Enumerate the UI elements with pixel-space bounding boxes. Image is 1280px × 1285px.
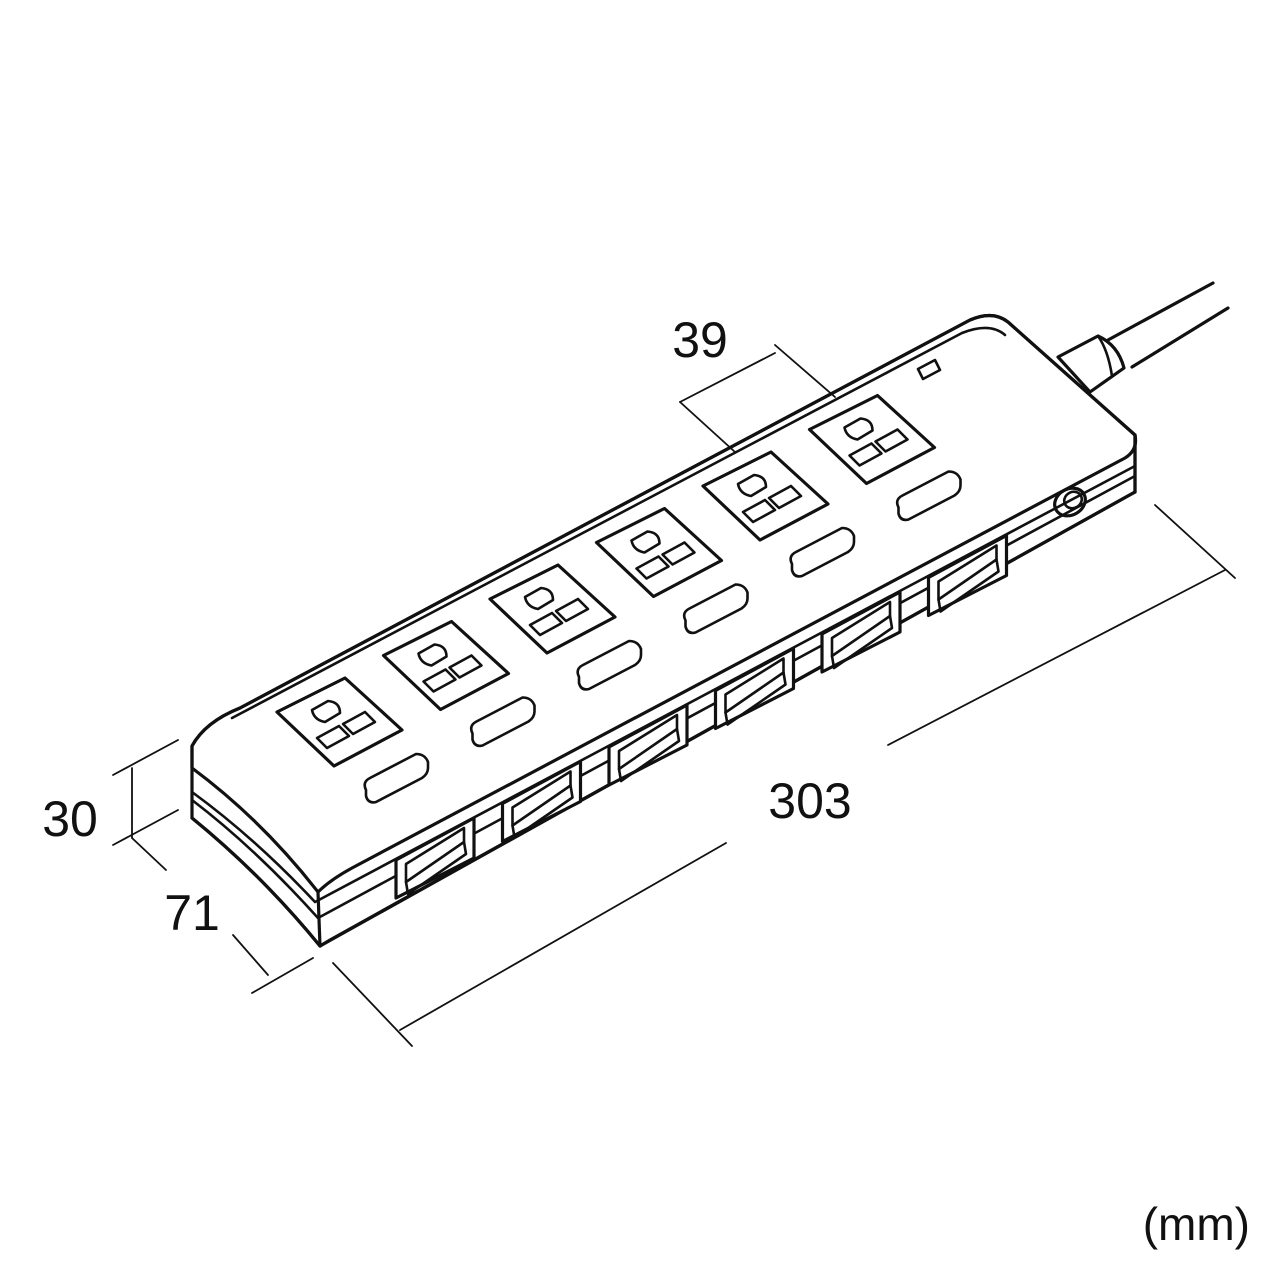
reset-button-icon — [1053, 486, 1087, 518]
blade-slot — [874, 428, 909, 453]
ground-hole — [310, 699, 342, 724]
pilot-lamp — [916, 358, 942, 381]
outlet — [488, 563, 617, 655]
ground-hole — [630, 530, 661, 554]
strip-body — [190, 313, 1138, 948]
unit-label: (mm) — [1143, 1198, 1250, 1250]
indicator-window — [895, 470, 962, 522]
ground-hole — [417, 643, 448, 667]
rocker-switch — [820, 590, 902, 674]
dimension-outlet-pitch: 39 — [672, 312, 836, 453]
dimension-length: 303 — [332, 504, 1236, 1047]
switch-group — [394, 533, 1009, 900]
dimension-width: 71 — [131, 837, 314, 994]
indicator-window — [576, 639, 643, 691]
ground-hole — [736, 473, 768, 498]
indicator-group — [363, 470, 962, 804]
blade-slot — [848, 442, 883, 467]
rocker-switch — [394, 816, 476, 900]
blade-slot — [528, 611, 564, 637]
blade-slot — [635, 555, 670, 580]
rocker-switch — [500, 759, 583, 844]
ground-hole — [843, 417, 874, 441]
ground-hole — [523, 586, 555, 611]
outlet — [807, 393, 937, 486]
dimension-label-width: 71 — [164, 885, 220, 941]
outlet — [594, 506, 724, 599]
outlet — [381, 619, 511, 712]
indicator-window — [363, 752, 430, 804]
rocker-switch — [713, 646, 796, 731]
outlet — [701, 450, 830, 542]
dimension-label-outlet-pitch: 39 — [672, 312, 728, 368]
indicator-window — [789, 526, 856, 578]
blade-slot — [315, 724, 351, 750]
blade-slot — [767, 484, 803, 510]
dimension-height: 30 — [42, 739, 179, 847]
dimension-label-length: 303 — [768, 773, 851, 829]
blade-slot — [554, 597, 590, 623]
blade-slot — [448, 654, 483, 679]
indicator-window — [469, 696, 536, 748]
power-cord — [1056, 281, 1230, 394]
dimension-label-height: 30 — [42, 791, 98, 847]
indicator-window — [682, 583, 749, 635]
rocker-switch — [926, 533, 1009, 618]
blade-slot — [741, 498, 777, 524]
blade-slot — [422, 668, 457, 693]
outlet-group — [275, 393, 937, 768]
rocker-switch — [607, 703, 689, 787]
blade-slot — [661, 541, 696, 566]
outlet — [275, 676, 404, 768]
blade-slot — [341, 710, 377, 736]
